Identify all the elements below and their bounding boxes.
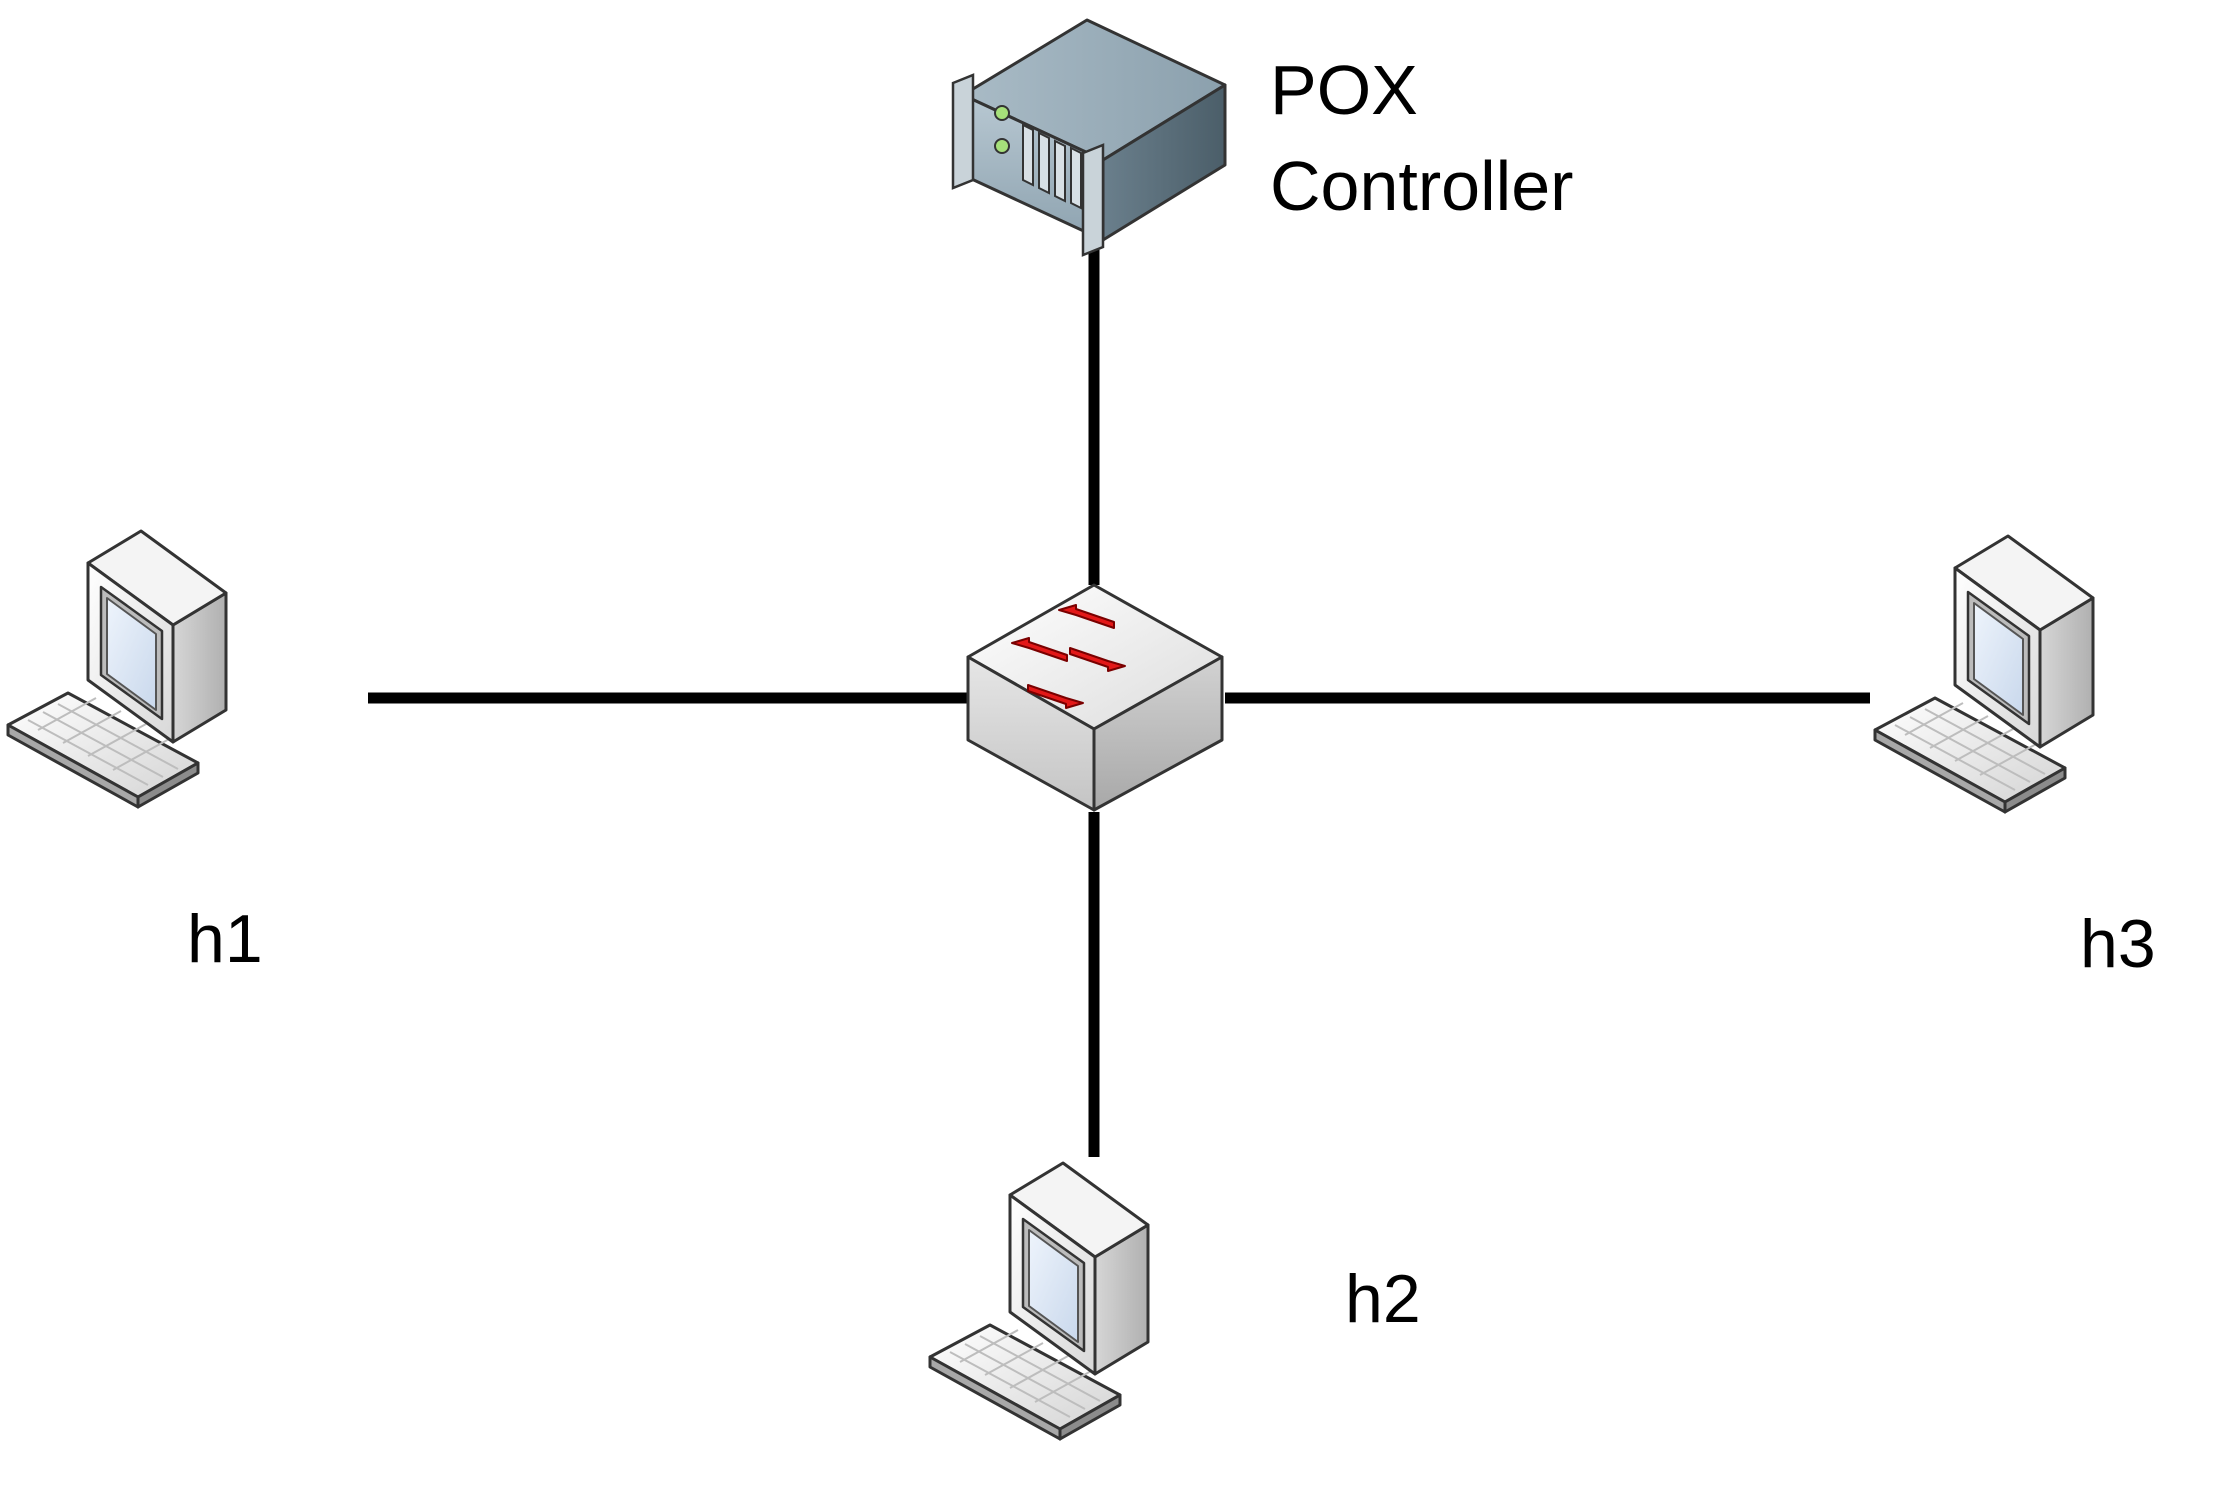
controller-label-line1: POX: [1270, 51, 1418, 129]
host-label-h1: h1: [187, 901, 263, 977]
switch-icon[interactable]: [966, 583, 1224, 812]
links: [368, 243, 1870, 1157]
workstation-icon[interactable]: [928, 1161, 1150, 1441]
controller-label: POX Controller: [1270, 42, 1573, 234]
host-label-h3: h3: [2080, 906, 2156, 982]
switch-arrows: [1011, 604, 1126, 709]
server-icon[interactable]: [951, 18, 1227, 257]
controller-label-line2: Controller: [1270, 147, 1574, 225]
workstation-icon[interactable]: [1873, 534, 2095, 814]
host-label-h2: h2: [1345, 1261, 1421, 1337]
workstation-icon[interactable]: [6, 529, 228, 809]
